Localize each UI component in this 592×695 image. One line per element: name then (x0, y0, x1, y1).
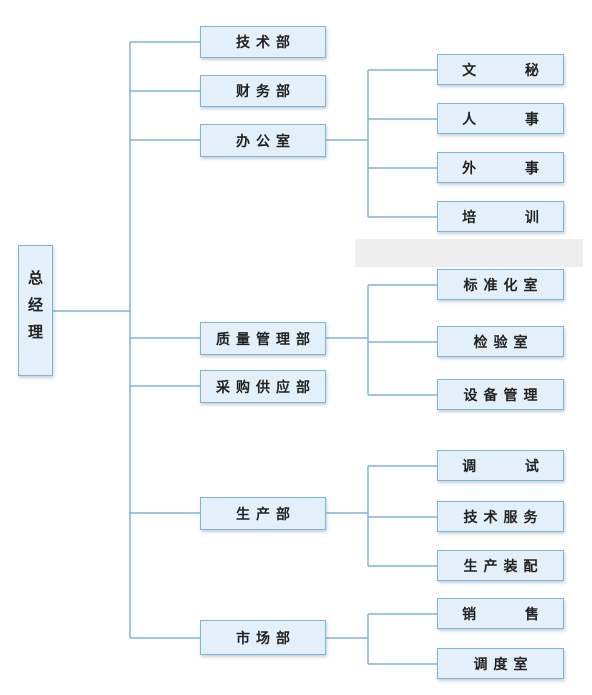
dept-label-office: 办公室 (236, 133, 296, 150)
dept-box-market: 市场部 (200, 620, 326, 655)
sub-box-quality-standard: 标准化室 (437, 269, 564, 300)
sub-box-quality-equipment: 设备管理 (437, 379, 564, 410)
sub-label: 调 试 (462, 458, 561, 475)
dept-label-quality: 质量管理部 (216, 331, 316, 348)
sub-label: 技术服务 (463, 509, 544, 526)
sub-label: 文 秘 (462, 62, 561, 79)
root-label: 总经理 (26, 270, 44, 351)
sub-box-production-assembly: 生产装配 (437, 550, 564, 581)
sub-box-office-foreign: 外 事 (437, 152, 564, 183)
dept-box-office: 办公室 (200, 124, 326, 157)
dept-box-finance: 财务部 (200, 75, 326, 107)
sub-label: 人 事 (462, 111, 561, 128)
sub-label: 检验室 (473, 334, 534, 351)
dept-box-purchase: 采购供应部 (200, 370, 326, 403)
dept-box-production: 生产部 (200, 497, 326, 530)
sub-box-quality-inspection: 检验室 (437, 326, 564, 357)
sub-label: 设备管理 (463, 387, 544, 404)
root-box-general-manager: 总经理 (18, 245, 53, 376)
sub-label: 培 训 (462, 209, 561, 226)
sub-box-office-secretary: 文 秘 (437, 54, 564, 85)
sub-label: 销 售 (462, 606, 561, 623)
sub-label: 生产装配 (463, 558, 544, 575)
sub-label: 调度室 (473, 656, 534, 673)
sub-box-office-training: 培 训 (437, 201, 564, 232)
sub-box-market-dispatch: 调度室 (437, 648, 564, 679)
dept-box-tech: 技术部 (200, 26, 326, 58)
sub-box-production-techservice: 技术服务 (437, 501, 564, 532)
sub-label: 标准化室 (463, 277, 544, 294)
gray-band (355, 239, 583, 267)
dept-label-tech: 技术部 (236, 35, 296, 51)
dept-label-purchase: 采购供应部 (216, 379, 316, 396)
sub-label: 外 事 (462, 160, 561, 177)
dept-label-production: 生产部 (236, 506, 296, 523)
sub-box-production-debug: 调 试 (437, 450, 564, 481)
sub-box-office-hr: 人 事 (437, 103, 564, 134)
dept-label-market: 市场部 (236, 630, 296, 647)
dept-label-finance: 财务部 (236, 84, 296, 100)
sub-box-market-sales: 销 售 (437, 598, 564, 629)
dept-box-quality: 质量管理部 (200, 322, 326, 355)
